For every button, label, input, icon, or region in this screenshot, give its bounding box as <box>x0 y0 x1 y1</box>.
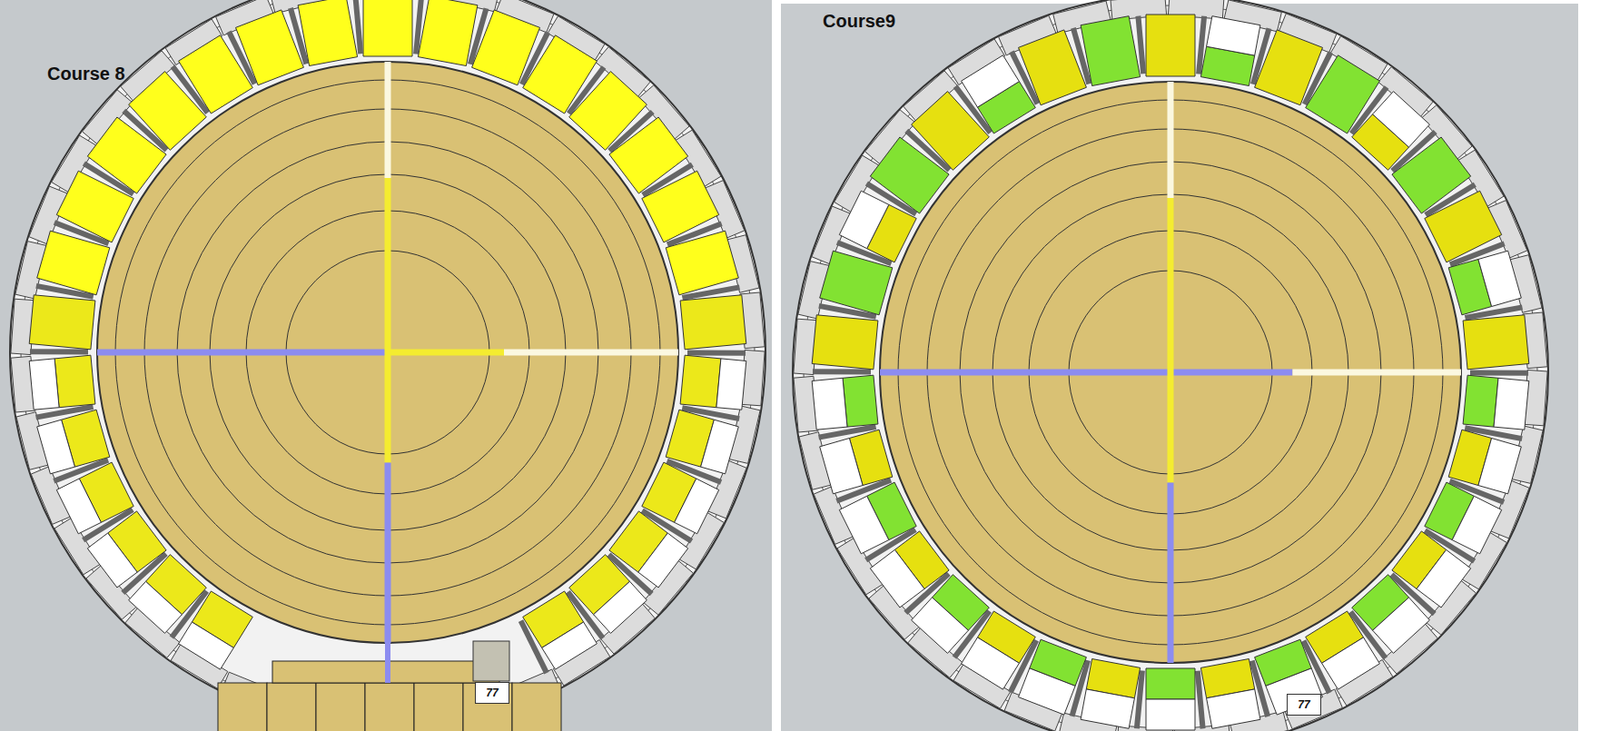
brick <box>641 170 720 243</box>
axis-line <box>1170 369 1293 376</box>
brick <box>236 9 305 86</box>
brick <box>839 495 889 554</box>
brick <box>1080 689 1135 729</box>
brick <box>674 478 720 534</box>
brick <box>178 622 235 670</box>
axis-line <box>879 369 1171 376</box>
door-step <box>217 682 267 731</box>
panel-ground <box>0 0 772 731</box>
brick <box>1018 29 1087 106</box>
brick <box>1265 668 1324 715</box>
brick <box>1145 14 1196 77</box>
brick <box>297 0 358 67</box>
brick <box>819 250 893 316</box>
brick <box>1493 377 1530 430</box>
axis-line <box>387 349 504 356</box>
numbered-brick: 77 <box>474 681 510 704</box>
brick <box>839 190 889 249</box>
brick <box>869 549 925 608</box>
brick <box>1145 668 1196 700</box>
grey-brick <box>473 641 510 682</box>
axis-line <box>503 349 679 356</box>
brick <box>665 230 739 296</box>
brick <box>542 622 598 670</box>
brick <box>701 419 740 475</box>
brick <box>811 315 879 370</box>
brick-shadow <box>29 348 89 355</box>
brick-shadow <box>1470 370 1529 376</box>
brick <box>842 375 879 427</box>
door-step <box>414 682 464 731</box>
axis-line <box>1167 197 1175 484</box>
course-title: Course9 <box>822 10 896 32</box>
brick <box>1018 668 1077 715</box>
brick <box>29 358 60 410</box>
axis-line <box>385 635 391 683</box>
course-title: Course 8 <box>47 63 126 85</box>
axis-line <box>385 61 392 178</box>
axis-line <box>385 177 392 464</box>
axis-line <box>97 349 388 356</box>
brick <box>54 355 96 408</box>
brick <box>1322 637 1381 690</box>
axis-line <box>1292 369 1462 376</box>
brick <box>961 55 1020 108</box>
brick <box>1478 250 1521 307</box>
door-step <box>266 682 317 731</box>
brick <box>1206 689 1261 729</box>
door-step <box>316 682 366 731</box>
brick <box>961 637 1020 690</box>
axis-line <box>1167 81 1175 198</box>
brick-shadow <box>812 368 871 375</box>
brick <box>417 0 478 67</box>
floor <box>97 61 679 643</box>
outer-wall <box>20 0 755 720</box>
door-step <box>463 682 513 731</box>
brick <box>87 533 138 588</box>
brick <box>1478 438 1521 494</box>
brick-shadow <box>687 350 746 356</box>
brick <box>638 533 689 588</box>
brick-number: 77 <box>485 686 498 700</box>
door-step <box>512 682 562 731</box>
brick <box>716 358 747 410</box>
brick <box>1462 375 1499 427</box>
brick <box>1462 315 1530 370</box>
brick-number: 77 <box>1297 698 1310 712</box>
brick <box>1451 495 1502 554</box>
axis-line <box>1167 483 1175 663</box>
brick <box>37 419 76 475</box>
brick <box>1145 699 1196 731</box>
brick <box>911 597 969 654</box>
brick <box>128 581 183 633</box>
floor <box>879 81 1462 663</box>
brick <box>37 230 110 296</box>
brick <box>1372 91 1431 149</box>
brick <box>819 438 863 494</box>
brick <box>1372 597 1431 654</box>
brick <box>811 377 848 430</box>
brick <box>472 9 541 86</box>
outer-wall <box>792 0 1549 731</box>
numbered-brick: 77 <box>1286 693 1322 716</box>
brick <box>680 355 721 408</box>
brick <box>1254 29 1324 106</box>
axis-line <box>385 463 392 643</box>
outer-wall <box>803 5 1538 731</box>
door-step <box>365 682 415 731</box>
brick <box>680 295 747 350</box>
outer-wall <box>9 0 766 731</box>
brick <box>1424 190 1502 263</box>
brick <box>1416 549 1472 608</box>
panel-ground <box>780 3 1579 731</box>
brick <box>56 478 101 534</box>
brick <box>593 581 648 633</box>
brick <box>363 0 413 57</box>
brick <box>29 295 96 350</box>
outer-stone <box>1284 689 1344 730</box>
brick <box>1206 16 1261 56</box>
brick <box>1080 16 1141 87</box>
